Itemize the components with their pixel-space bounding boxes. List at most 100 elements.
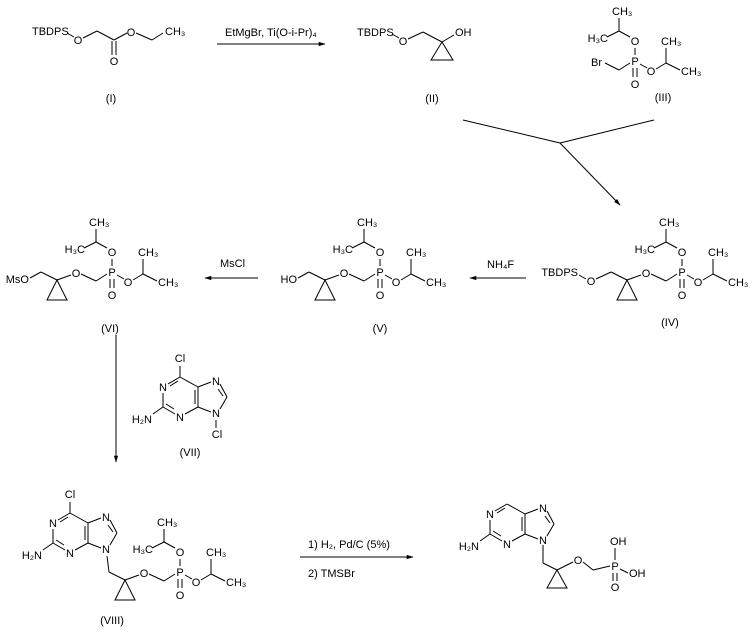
atom-n: N <box>212 408 220 420</box>
atom-o: O <box>176 547 185 559</box>
tbdps-label: TBDPS <box>357 27 394 39</box>
atom-o: O <box>110 56 119 68</box>
compound-label: (V) <box>373 323 388 335</box>
amino-label: H₂N <box>132 414 152 426</box>
atom-o: O <box>376 290 385 302</box>
compound-v: P O O CH₃ H₃C O CH₃ CH₃ O HO (V) <box>281 217 447 335</box>
atom-n: N <box>486 509 494 521</box>
methyl-label: H₃C <box>635 244 655 256</box>
atom-o: O <box>647 66 656 78</box>
methyl-label: CH₃ <box>426 277 446 289</box>
amino-label: H₂N <box>22 550 42 562</box>
tbdps-label: TBDPS <box>541 267 578 279</box>
atom-o: O <box>678 290 687 302</box>
atom-o: O <box>108 290 117 302</box>
atom-n: N <box>539 535 547 547</box>
atom-n: N <box>539 503 547 515</box>
atom-o: O <box>124 277 133 289</box>
purine-ring: N N N N H₂N <box>22 512 118 562</box>
atom-o: O <box>399 36 408 48</box>
atom-n: N <box>49 518 57 530</box>
atom-p: P <box>176 567 183 579</box>
methyl-label: H₃C <box>133 544 153 556</box>
atom-o: O <box>642 268 651 280</box>
atom-o: O <box>587 276 596 288</box>
hydroxyl-label: OH <box>629 568 646 580</box>
methyl-label: CH₃ <box>165 26 185 38</box>
chloro-label: Cl <box>65 489 75 501</box>
atom-o: O <box>340 268 349 280</box>
atom-o: O <box>192 577 201 589</box>
methyl-label: CH₃ <box>138 247 158 259</box>
compound-label: (VI) <box>101 323 119 335</box>
cyclopropyl-ether-core: O <box>40 268 97 301</box>
methyl-label: CH₃ <box>612 6 632 18</box>
atom-o: O <box>611 582 620 594</box>
reaction-arrow-step4: MsCl <box>204 258 258 281</box>
atom-o: O <box>678 247 687 259</box>
atom-n: N <box>159 382 167 394</box>
atom-n: N <box>66 548 74 560</box>
final-product: N N N N H₂N O P OH OH O <box>459 503 646 594</box>
purine-ring: N N N N H₂N <box>459 503 555 553</box>
atom-n: N <box>212 376 220 388</box>
atom-o: O <box>127 27 136 39</box>
reagent-label: 2) TMSBr <box>308 568 355 580</box>
compound-label: (I) <box>106 93 116 105</box>
atom-p: P <box>108 267 115 279</box>
mesylate-label: MsO <box>6 274 30 286</box>
hydroxyl-label: HO <box>281 274 298 286</box>
atom-o: O <box>74 35 83 47</box>
methyl-label: H₃C <box>333 244 353 256</box>
methyl-label: CH₃ <box>226 577 246 589</box>
methyl-label: CH₃ <box>728 277 748 289</box>
atom-n: N <box>102 512 110 524</box>
compound-vi: P O O CH₃ H₃C O CH₃ CH₃ O MsO (VI) <box>6 217 179 335</box>
methyl-label: CH₃ <box>157 517 177 529</box>
compound-label: (VIII) <box>100 615 124 627</box>
methyl-label: CH₃ <box>406 247 426 259</box>
compound-label: (VII) <box>180 447 201 459</box>
atom-o: O <box>108 247 117 259</box>
atom-o: O <box>392 277 401 289</box>
methyl-label: CH₃ <box>661 36 681 48</box>
compound-iv: P O O CH₃ H₃C O CH₃ CH₃ O O TBDPS (IV) <box>541 217 748 329</box>
purine-ring: N N N N H₂N <box>132 376 228 426</box>
methyl-label: CH₃ <box>681 66 701 78</box>
hydroxyl-label: OH <box>610 536 627 548</box>
cyclopropyl-ether-core: O <box>308 268 365 301</box>
atom-n: N <box>503 539 511 551</box>
compound-label: (IV) <box>661 317 679 329</box>
reagent-label: 1) H₂, Pd/C (5%) <box>308 539 390 551</box>
atom-o: O <box>376 247 385 259</box>
hydroxyl-label: OH <box>455 27 472 39</box>
compound-label: (III) <box>655 92 672 104</box>
tbdps-label: TBDPS <box>32 26 69 38</box>
methyl-label: CH₃ <box>357 217 377 229</box>
chloro-label: Cl <box>175 353 185 365</box>
cyclopropyl-ether-core: O <box>610 268 667 301</box>
convergent-arrow-step2 <box>462 119 655 206</box>
methyl-label: CH₃ <box>158 277 178 289</box>
diisopropyl-phosphonate-group: P O O CH₃ H₃C O CH₃ CH₃ <box>65 217 179 302</box>
reaction-arrow-step3: NH₄F <box>469 259 526 281</box>
atom-p: P <box>678 267 685 279</box>
chloro-label: Cl <box>212 429 222 441</box>
reagent-label: EtMgBr, Ti(O-i-Pr)₄ <box>225 27 317 39</box>
amino-label: H₂N <box>459 541 479 553</box>
atom-o: O <box>72 268 81 280</box>
methyl-label: CH₃ <box>206 547 226 559</box>
atom-p: P <box>376 267 383 279</box>
compound-label: (II) <box>425 93 438 105</box>
compound-ii: TBDPS O OH (II) <box>357 27 472 105</box>
methyl-label: H₃C <box>588 33 608 45</box>
atom-n: N <box>102 544 110 556</box>
atom-o: O <box>176 590 185 602</box>
methyl-label: H₃C <box>65 244 85 256</box>
diisopropyl-phosphonate-group: P O O CH₃ H₃C O CH₃ CH₃ <box>333 217 447 302</box>
atom-n: N <box>176 412 184 424</box>
reagent-label: NH₄F <box>487 259 514 271</box>
reaction-arrow-step6: 1) H₂, Pd/C (5%) 2) TMSBr <box>300 539 414 580</box>
atom-p: P <box>611 561 618 573</box>
